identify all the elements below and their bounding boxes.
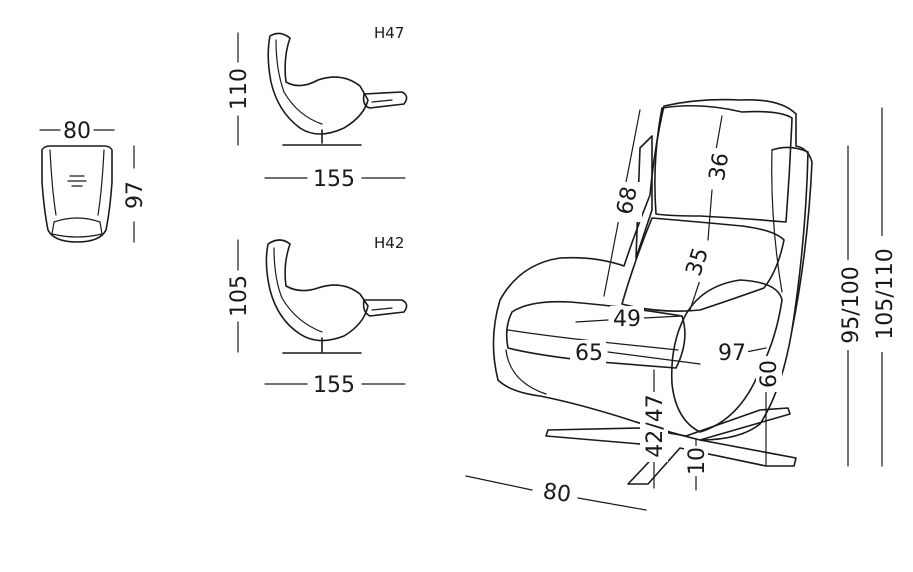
headrest-cushion xyxy=(654,104,793,223)
main-perspective-view: 36 68 35 49 65 97 60 42/47 10 80 95/100 … xyxy=(465,98,898,511)
armrest-length-label: 97 xyxy=(718,341,746,366)
clearance-label: 10 xyxy=(685,447,710,475)
top-view-outline xyxy=(41,145,113,243)
seat-cushion xyxy=(505,300,686,369)
headrest-label: 36 xyxy=(705,151,734,183)
top-depth-label: 97 xyxy=(123,181,148,209)
back-cushion xyxy=(621,217,785,312)
top-width-label: 80 xyxy=(63,119,91,144)
seat-length-label: 65 xyxy=(575,341,603,366)
side-h42-length-label: 155 xyxy=(313,373,355,398)
side-h47-footrest xyxy=(362,91,408,109)
height-label: 95/100 xyxy=(839,266,864,343)
side-view-h47: H47 110 155 xyxy=(227,24,408,192)
side-h42-footrest xyxy=(362,299,408,317)
side-view-h42: H42 105 155 xyxy=(227,234,408,398)
main-width-label: 80 xyxy=(541,479,572,508)
total-height-label: 105/110 xyxy=(873,248,898,339)
swivel-base xyxy=(545,407,797,485)
side-h42-tag: H42 xyxy=(374,234,404,252)
side-h47-length-label: 155 xyxy=(313,167,355,192)
side-h47-height-label: 110 xyxy=(227,68,252,110)
seat-depth-label: 49 xyxy=(613,307,641,332)
side-h47-tag: H47 xyxy=(374,24,404,42)
side-h42-height-label: 105 xyxy=(227,275,252,317)
side-h42-shell xyxy=(265,239,369,342)
side-h47-shell xyxy=(267,32,369,135)
back-length-label: 68 xyxy=(613,184,643,217)
seat-height-label: 42/47 xyxy=(643,394,668,457)
arm-height-label: 60 xyxy=(757,360,782,388)
top-view: 80 97 xyxy=(39,119,148,243)
